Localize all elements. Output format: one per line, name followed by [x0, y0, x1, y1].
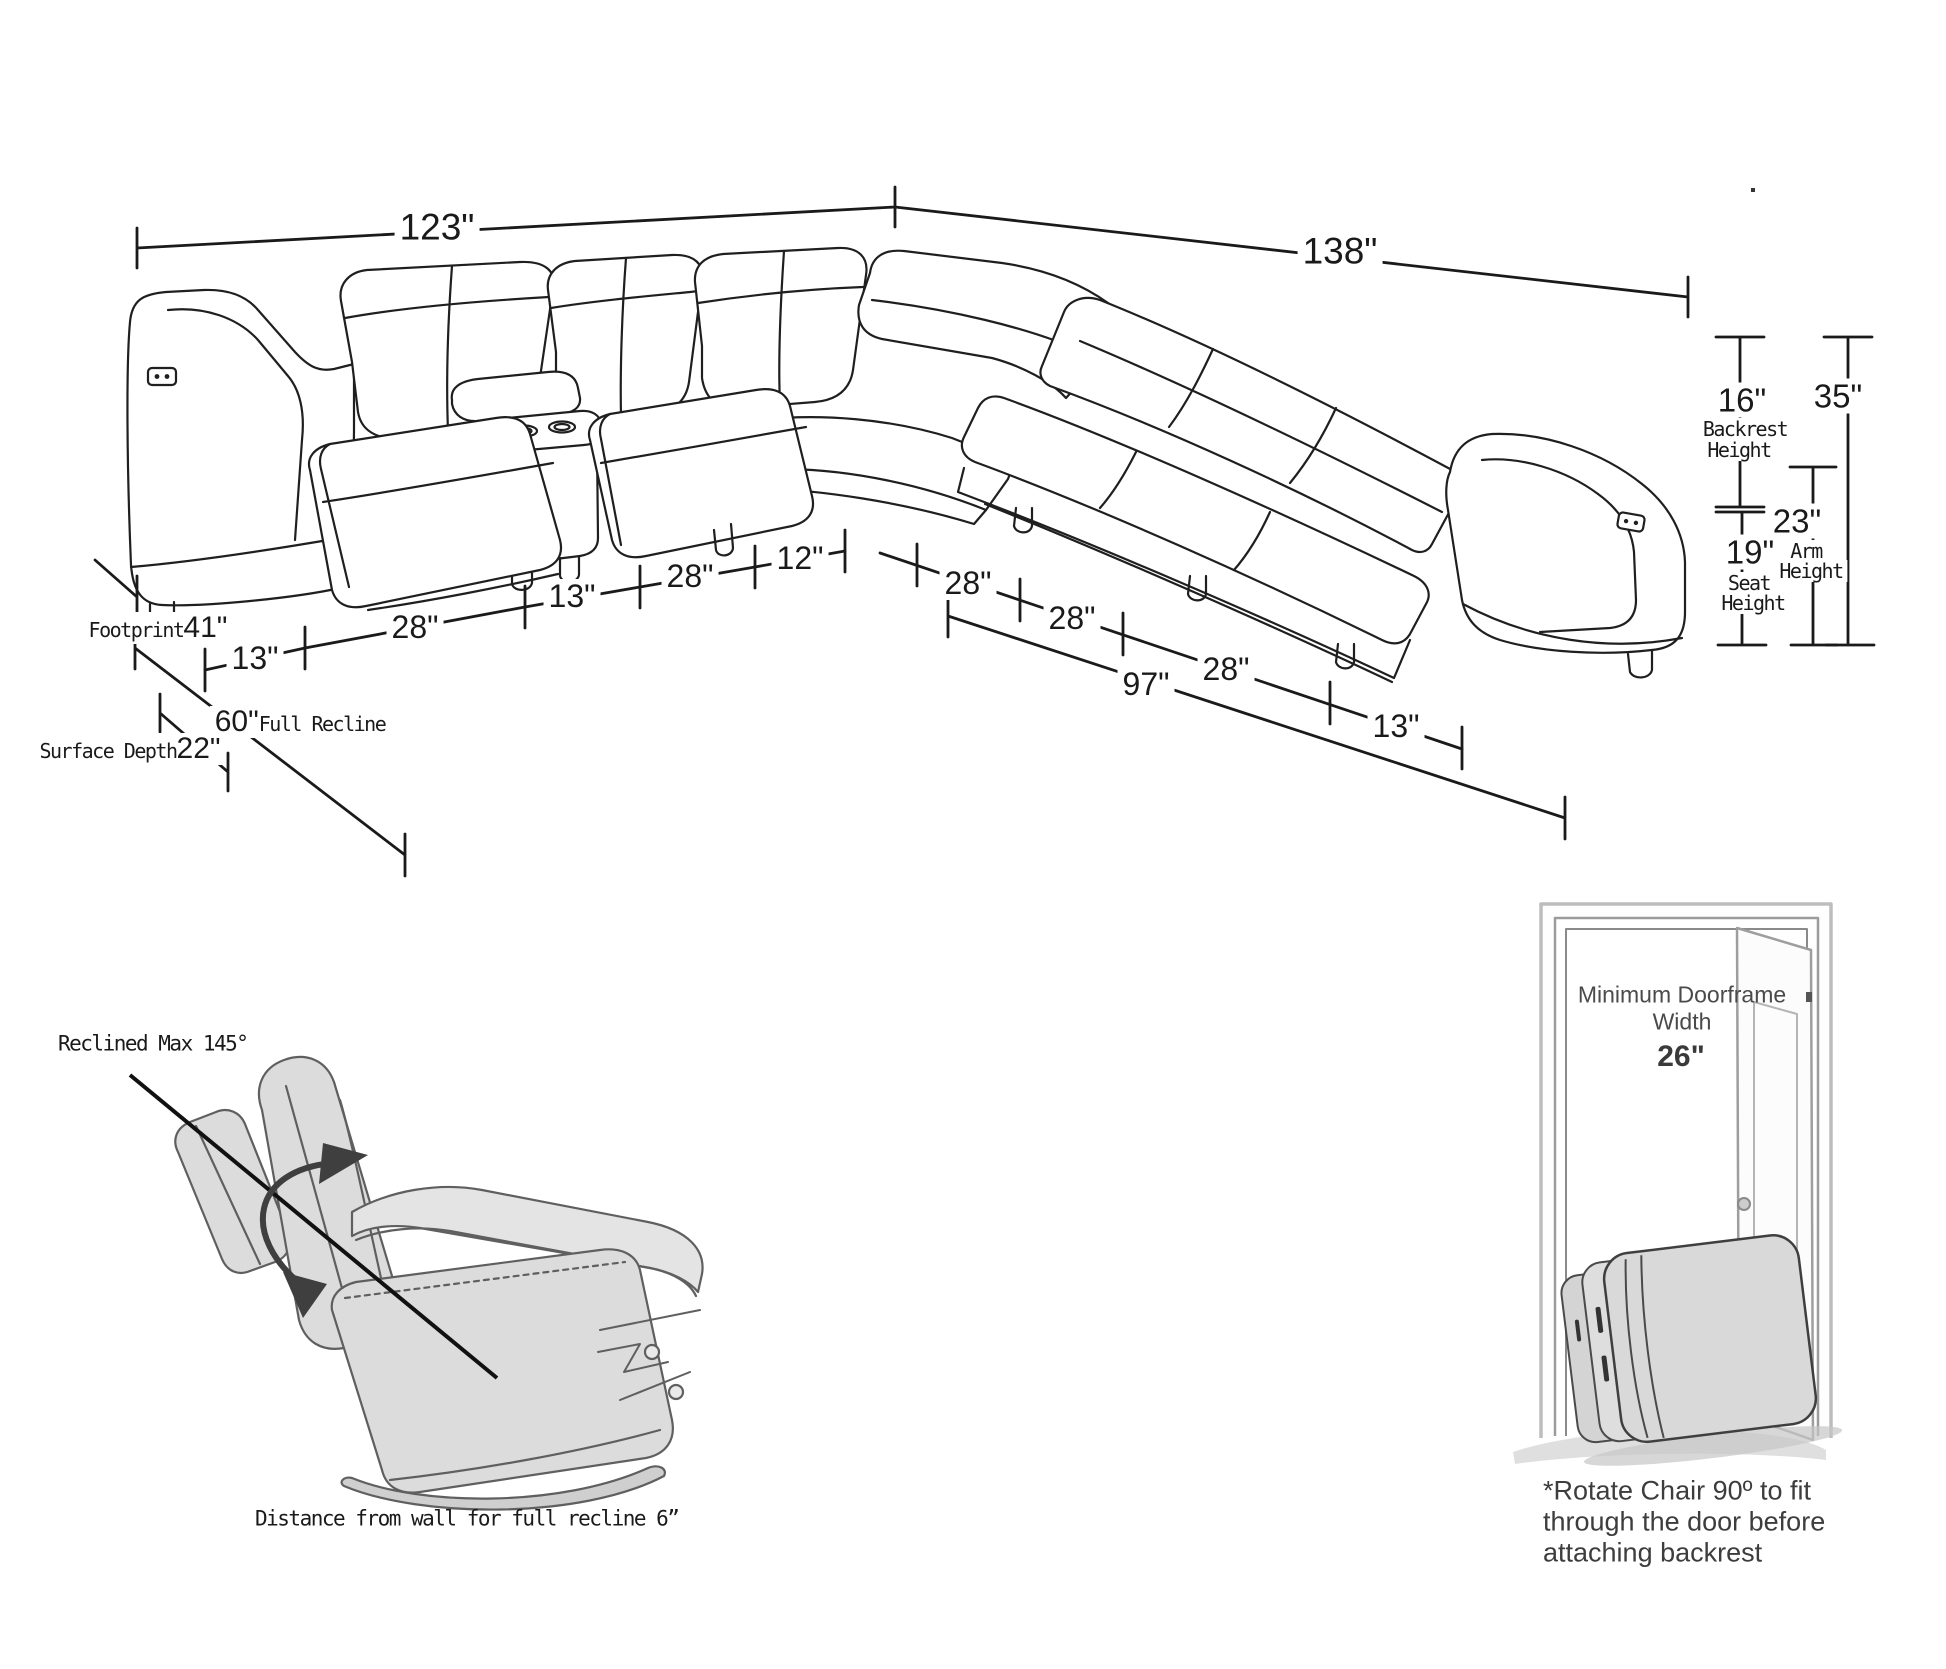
door-note-line3: attaching backrest [1543, 1537, 1763, 1568]
dim-overall-height: 35" [1808, 378, 1868, 414]
dim-right-segment-3: 28" [1197, 652, 1255, 686]
arm-height-label-2: Height [1774, 560, 1848, 582]
wall-distance-label: Distance from wall for full recline 6” [255, 1506, 680, 1531]
doorframe-heading-line1: Minimum Doorframe [1577, 981, 1787, 1008]
seat-height-label-2: Height [1716, 592, 1790, 614]
dim-full-recline: 60"Full Recline [209, 705, 391, 738]
recline-annotation [128, 1073, 499, 1380]
dim-arm-height: 23" [1767, 503, 1827, 539]
dim-overall-width-right: 138" [1297, 231, 1383, 271]
dim-left-segment-4: 28" [661, 559, 719, 593]
door-note-line1: *Rotate Chair 90º to fit [1543, 1475, 1811, 1506]
backrest-height-label-2: Height [1702, 439, 1776, 461]
dim-right-segment-2: 28" [1043, 601, 1101, 635]
arm-height-label-1: Arm [1785, 540, 1827, 562]
doorway-chair-drawing [1560, 1234, 1843, 1466]
doorknob-icon [1737, 1197, 1751, 1211]
doorframe-drawing [1513, 902, 1843, 1466]
surface-depth-value: 22" [176, 732, 221, 765]
doorframe-min-width: 26" [1657, 1040, 1705, 1073]
footprint-value: 41" [183, 611, 228, 644]
dim-backrest-height: 16" [1712, 382, 1772, 418]
dim-right-total: 97" [1117, 667, 1175, 701]
dim-overall-width-left: 123" [394, 207, 480, 247]
recline-max-label: Reclined Max 145° [58, 1031, 249, 1056]
dim-left-segment-5: 12" [771, 541, 829, 575]
arrowhead-down-icon [283, 1272, 327, 1318]
seat-height-label-1: Seat [1722, 572, 1776, 594]
backrest-height-label-1: Backrest [1697, 418, 1793, 440]
recliner-side-view-drawing [174, 1055, 704, 1511]
doorframe-heading-line2: Width [1652, 1008, 1712, 1035]
sectional-sofa-drawing [126, 246, 1687, 684]
door-note-line2: through the door before [1543, 1506, 1826, 1537]
footprint-label: Footprint [88, 618, 185, 642]
dim-surface-depth: Surface Depth22" [34, 732, 226, 765]
dim-right-segment-1: 28" [939, 566, 997, 600]
dim-left-segment-2: 28" [386, 610, 444, 644]
surface-depth-label: Surface Depth [39, 739, 178, 763]
dim-left-segment-3: 13" [543, 579, 601, 613]
full-recline-value: 60" [214, 705, 259, 738]
dim-left-segment-1: 13" [226, 641, 284, 675]
dim-right-segment-4: 13" [1367, 709, 1425, 743]
dim-seat-height: 19" [1720, 534, 1780, 570]
arrowhead-up-icon [319, 1143, 368, 1184]
dim-footprint: Footprint41" [83, 611, 233, 644]
full-recline-label: Full Recline [258, 712, 387, 736]
